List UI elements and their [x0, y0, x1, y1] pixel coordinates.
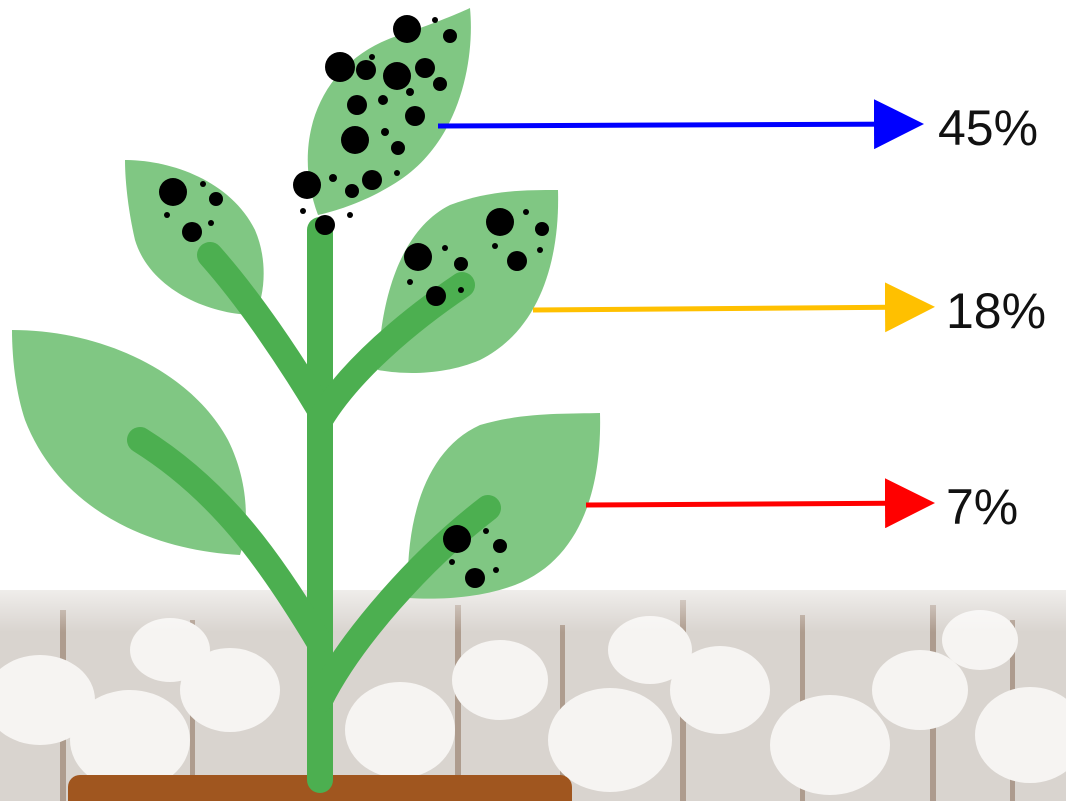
cotton-field-background	[0, 560, 1066, 801]
insect-dot	[329, 174, 337, 182]
insect-dot	[443, 29, 457, 43]
insect-dot	[208, 220, 214, 226]
insect-dot	[391, 141, 405, 155]
percent-label-bottom: 7%	[946, 482, 1018, 532]
insect-dot	[535, 222, 549, 236]
insect-dot	[523, 209, 529, 215]
insect-dot	[393, 15, 421, 43]
insect-dot	[341, 126, 369, 154]
insect-dot	[507, 251, 527, 271]
insect-dot	[442, 245, 448, 251]
insect-dot	[492, 243, 498, 249]
insect-dot	[293, 171, 321, 199]
insect-dot	[454, 257, 468, 271]
insect-dot	[209, 192, 223, 206]
insect-dot	[381, 128, 389, 136]
insect-dot	[347, 95, 367, 115]
insect-dot	[406, 88, 414, 96]
insect-dot	[347, 212, 353, 218]
percent-label-middle: 18%	[946, 286, 1046, 336]
insect-dot	[415, 58, 435, 78]
insect-dot	[483, 528, 489, 534]
insect-dot	[325, 52, 355, 82]
insect-dot	[426, 286, 446, 306]
arrow-top	[438, 124, 914, 126]
insect-dot	[433, 77, 447, 91]
arrow-middle	[533, 307, 925, 310]
insect-dot	[362, 170, 382, 190]
insect-dot	[432, 17, 438, 23]
insect-dot	[537, 247, 543, 253]
insect-dot	[449, 559, 455, 565]
insect-dot	[443, 525, 471, 553]
arrow-bottom	[586, 503, 925, 505]
insect-dot	[493, 539, 507, 553]
insect-dot	[407, 279, 413, 285]
insect-dot	[182, 222, 202, 242]
insect-dot	[345, 184, 359, 198]
insect-dot	[405, 106, 425, 126]
insect-dot	[383, 62, 411, 90]
insect-dot	[356, 60, 376, 80]
insect-dot	[486, 208, 514, 236]
insect-dot	[378, 95, 388, 105]
insect-dot	[404, 243, 432, 271]
insect-dot	[493, 567, 499, 573]
insect-dot	[465, 568, 485, 588]
insect-dot	[164, 212, 170, 218]
insect-dot	[369, 54, 375, 60]
insect-dot	[315, 215, 335, 235]
insect-dot	[200, 181, 206, 187]
insect-dot	[300, 208, 306, 214]
leaves	[12, 8, 600, 599]
insect-dot	[458, 287, 464, 293]
insect-dot	[394, 170, 400, 176]
insect-dot	[159, 178, 187, 206]
percent-label-top: 45%	[938, 103, 1038, 153]
